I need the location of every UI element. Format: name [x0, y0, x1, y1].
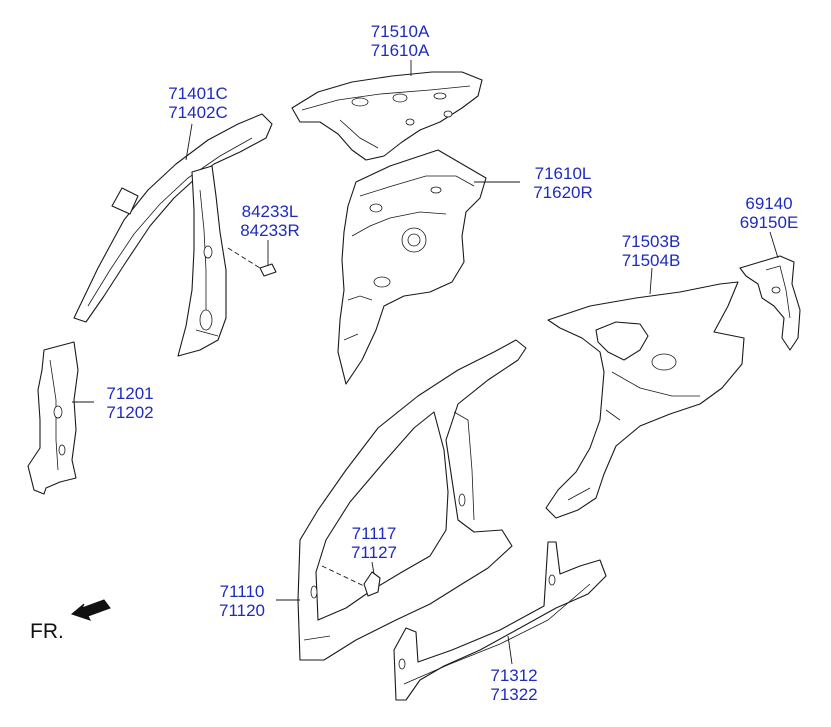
- sill-part: [393, 541, 607, 701]
- front-direction-label: FR.: [30, 620, 64, 643]
- quarter-panel-part: [545, 281, 745, 519]
- front-direction-arrow-icon: [70, 599, 111, 621]
- roof-rail-part: [291, 71, 483, 161]
- a-pillar-part: [73, 113, 273, 357]
- wheelhouse-part: [337, 149, 487, 385]
- bracket-part: [227, 247, 277, 277]
- clip-part: [321, 565, 381, 597]
- side-outer-part: [297, 339, 527, 661]
- leader-lines: [72, 60, 779, 665]
- b-pillar-reinforcement-part: [27, 341, 79, 495]
- rear-bracket-part: [739, 255, 801, 351]
